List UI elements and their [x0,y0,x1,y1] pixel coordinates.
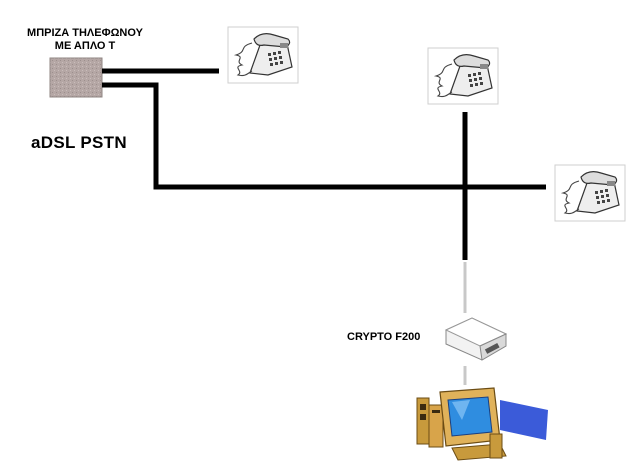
pstn-cables [102,68,546,260]
socket-label-line2: ΜΕ ΑΠΛΟ Τ [54,40,116,52]
telephone-icon [427,47,499,105]
line-label: aDSL PSTN [31,133,127,152]
modem-icon [444,317,508,361]
main-cable [102,82,546,190]
computer-icon [416,387,548,461]
phone-socket-icon [49,57,103,98]
modem-label: CRYPTO F200 [347,331,421,343]
socket-label: ΜΠΡΙΖΑ ΤΗΛΕΦΩΝΟΥ ΜΕ ΑΠΛΟ Τ [10,27,160,53]
telephone-icon [554,164,626,222]
telephone-icon [227,26,299,84]
socket-label-line1: ΜΠΡΙΖΑ ΤΗΛΕΦΩΝΟΥ [27,27,143,39]
